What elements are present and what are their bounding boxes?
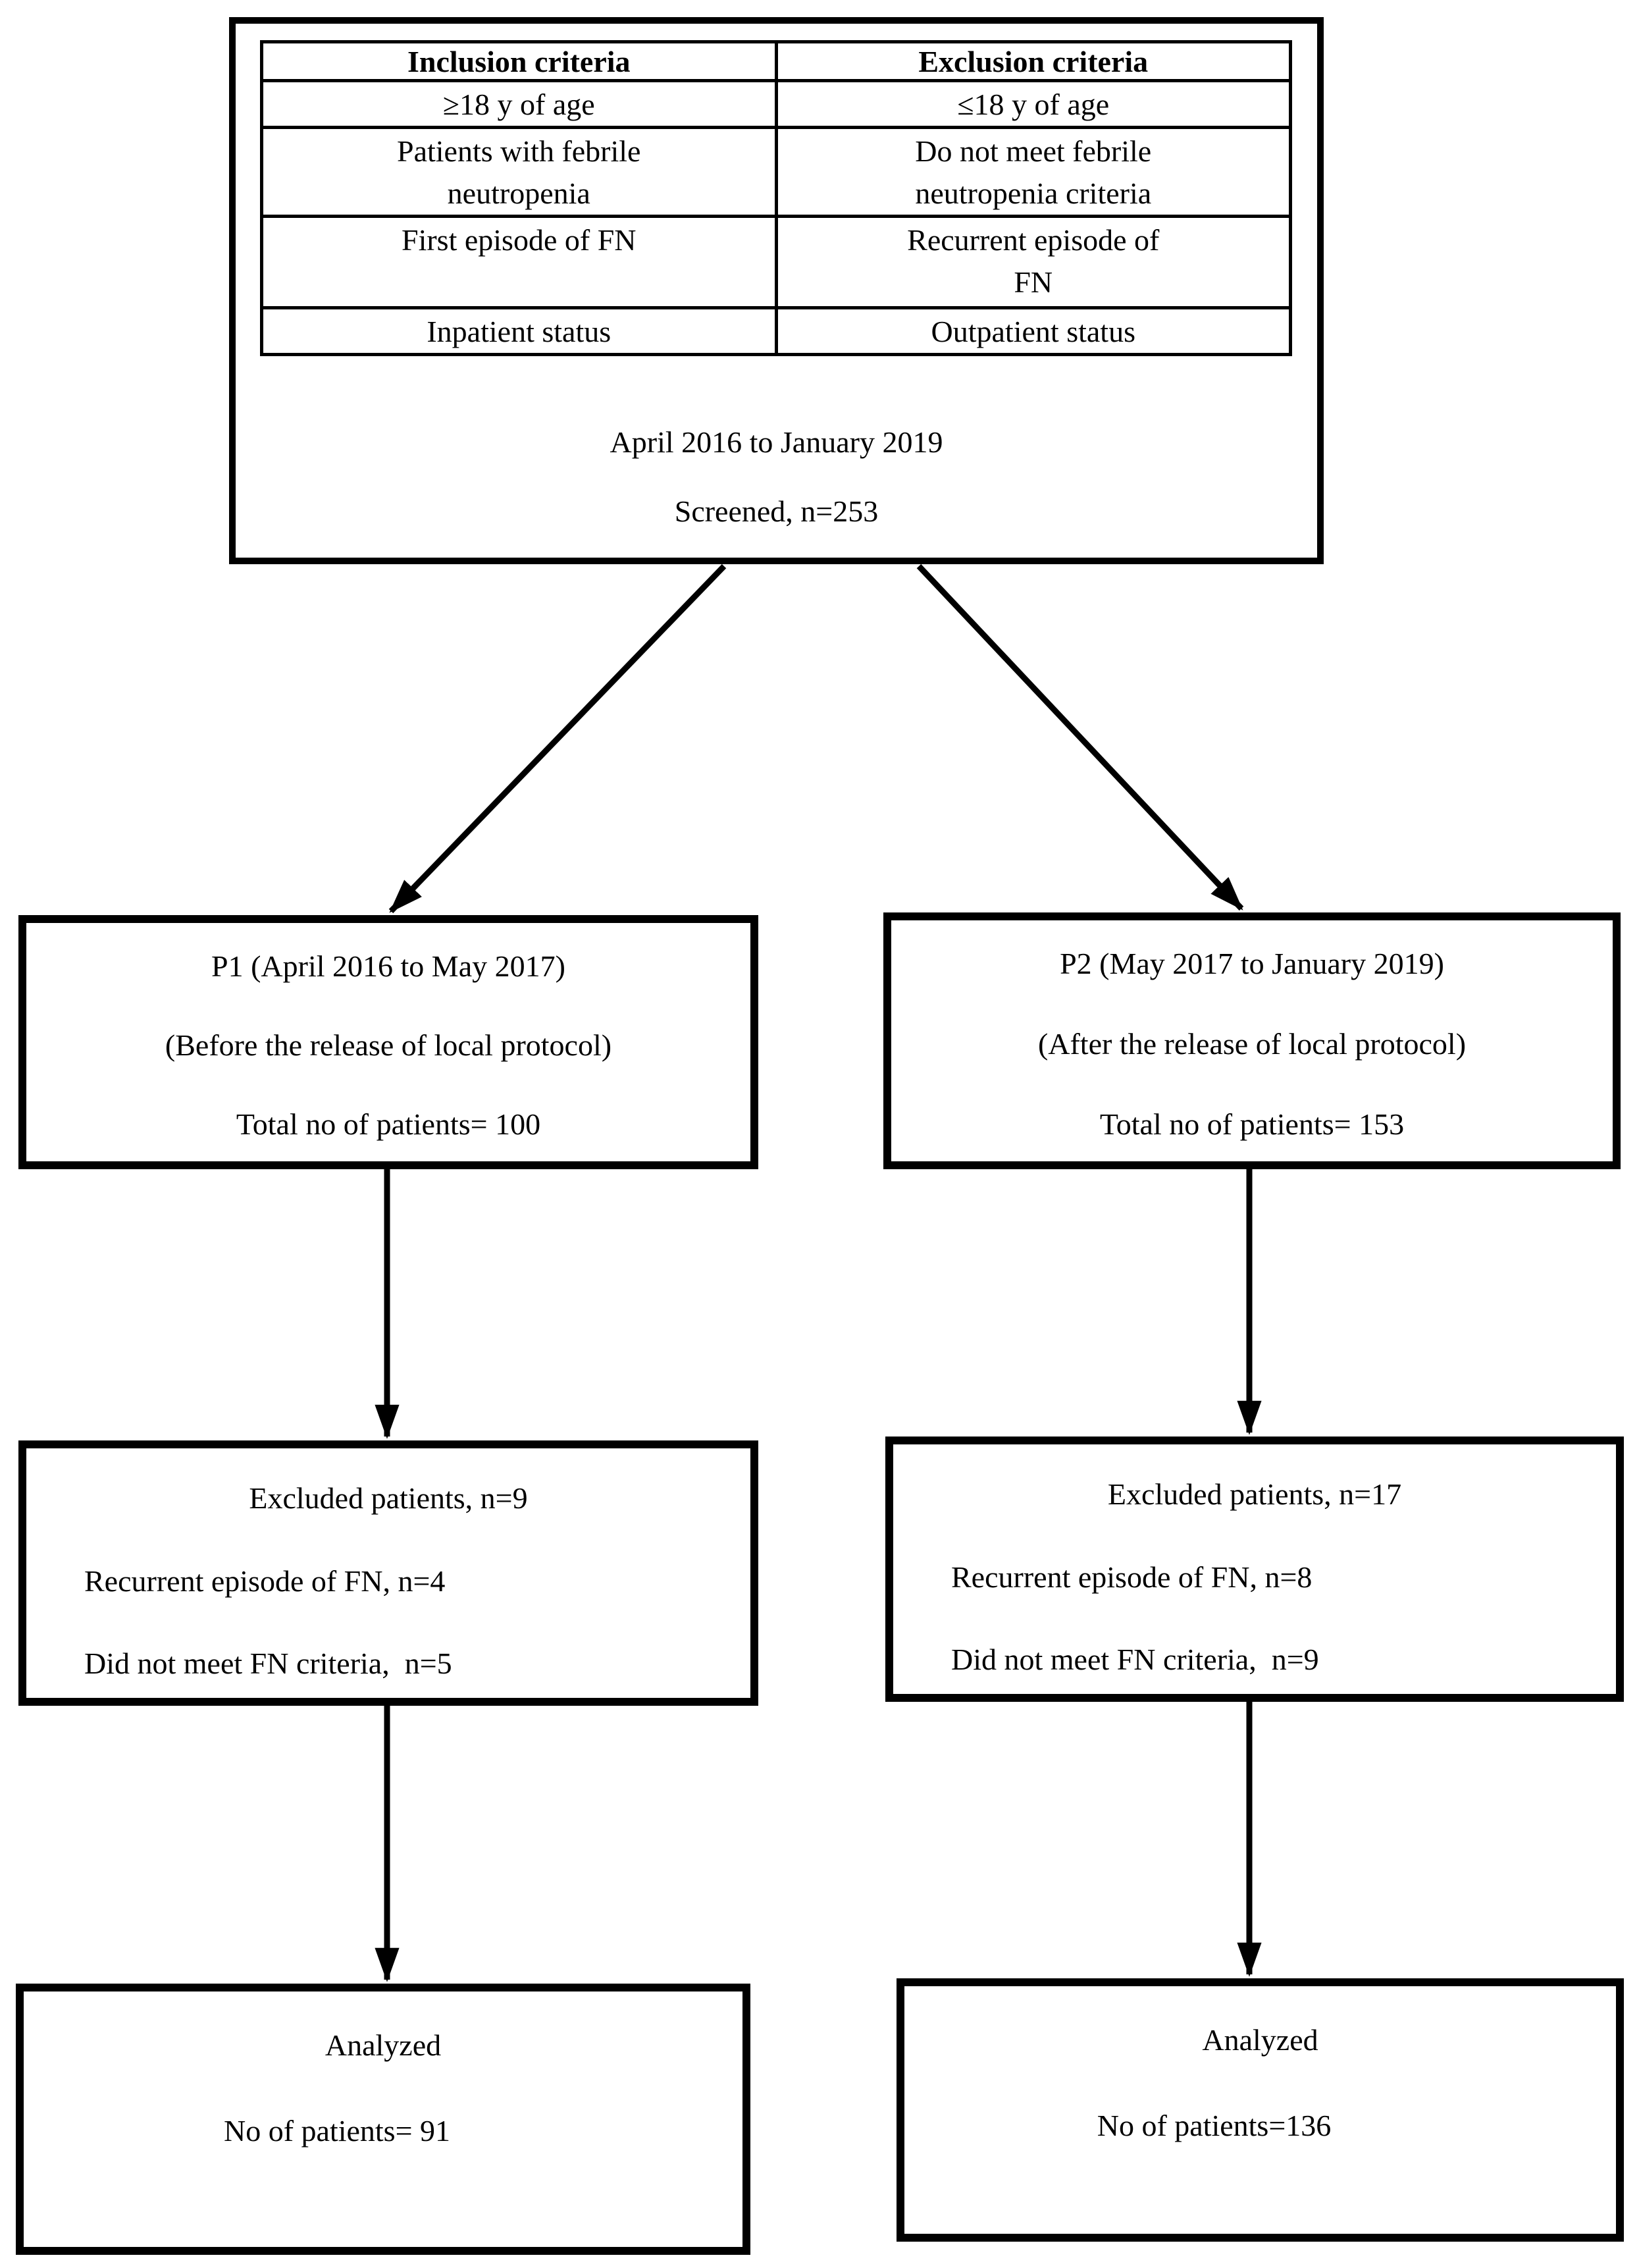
- excluded-right-box: Excluded patients, n=17 Recurrent episod…: [885, 1437, 1624, 1702]
- table-row: First episode of FN Recurrent episode of…: [260, 215, 1292, 309]
- table-row: Inpatient status Outpatient status: [260, 306, 1292, 356]
- excluded-left-reason-recurrent: Recurrent episode of FN, n=4: [84, 1564, 446, 1598]
- table-cell: Recurrent episode of FN: [774, 215, 1292, 309]
- analyzed-right-box: Analyzed No of patients=136: [897, 1978, 1624, 2242]
- arrow-screened-to-p1: [388, 564, 727, 914]
- p2-total-patients: Total no of patients= 153: [1099, 1107, 1405, 1141]
- excluded-right-title: Excluded patients, n=17: [1107, 1477, 1402, 1511]
- excluded-left-title: Excluded patients, n=9: [249, 1481, 528, 1515]
- excluded-right-reason-criteria: Did not meet FN criteria, n=9: [951, 1643, 1319, 1676]
- analyzed-left-title: Analyzed: [325, 2028, 442, 2062]
- table-cell: Outpatient status: [774, 306, 1292, 356]
- arrow-screened-to-p2: [916, 564, 1244, 911]
- table-row: Patients with febrile neutropenia Do not…: [260, 126, 1292, 218]
- table-cell: ≤18 y of age: [774, 79, 1292, 129]
- p1-period-box: P1 (April 2016 to May 2017) (Before the …: [18, 915, 758, 1169]
- table-cell: First episode of FN: [260, 215, 778, 309]
- p2-period-box: P2 (May 2017 to January 2019) (After the…: [883, 912, 1621, 1169]
- excluded-left-box: Excluded patients, n=9 Recurrent episode…: [18, 1440, 758, 1706]
- table-cell: Patients with febrile neutropenia: [260, 126, 778, 218]
- analyzed-right-total: No of patients=136: [1097, 2109, 1332, 2142]
- p1-subtitle: (Before the release of local protocol): [165, 1028, 612, 1062]
- table-header-row: Inclusion criteria Exclusion criteria: [260, 40, 1292, 82]
- analyzed-left-box: Analyzed No of patients= 91: [16, 1984, 750, 2255]
- table-row: ≥18 y of age ≤18 y of age: [260, 79, 1292, 129]
- excluded-left-reason-criteria: Did not meet FN criteria, n=5: [84, 1647, 452, 1680]
- p1-total-patients: Total no of patients= 100: [236, 1107, 541, 1141]
- inclusion-header-cell: Inclusion criteria: [260, 40, 778, 82]
- study-period-text: April 2016 to January 2019: [610, 425, 943, 459]
- screening-box: Inclusion criteria Exclusion criteria ≥1…: [229, 17, 1324, 564]
- excluded-right-reason-recurrent: Recurrent episode of FN, n=8: [951, 1560, 1313, 1594]
- table-cell: ≥18 y of age: [260, 79, 778, 129]
- p2-title: P2 (May 2017 to January 2019): [1060, 947, 1444, 980]
- table-cell: Do not meet febrile neutropenia criteria: [774, 126, 1292, 218]
- analyzed-left-total: No of patients= 91: [223, 2114, 451, 2148]
- p1-title: P1 (April 2016 to May 2017): [211, 949, 565, 983]
- p2-subtitle: (After the release of local protocol): [1037, 1027, 1467, 1061]
- table-cell: Inpatient status: [260, 306, 778, 356]
- criteria-table: Inclusion criteria Exclusion criteria ≥1…: [260, 40, 1292, 356]
- screened-count-text: Screened, n=253: [674, 494, 879, 528]
- analyzed-right-title: Analyzed: [1202, 2023, 1318, 2057]
- exclusion-header-cell: Exclusion criteria: [774, 40, 1292, 82]
